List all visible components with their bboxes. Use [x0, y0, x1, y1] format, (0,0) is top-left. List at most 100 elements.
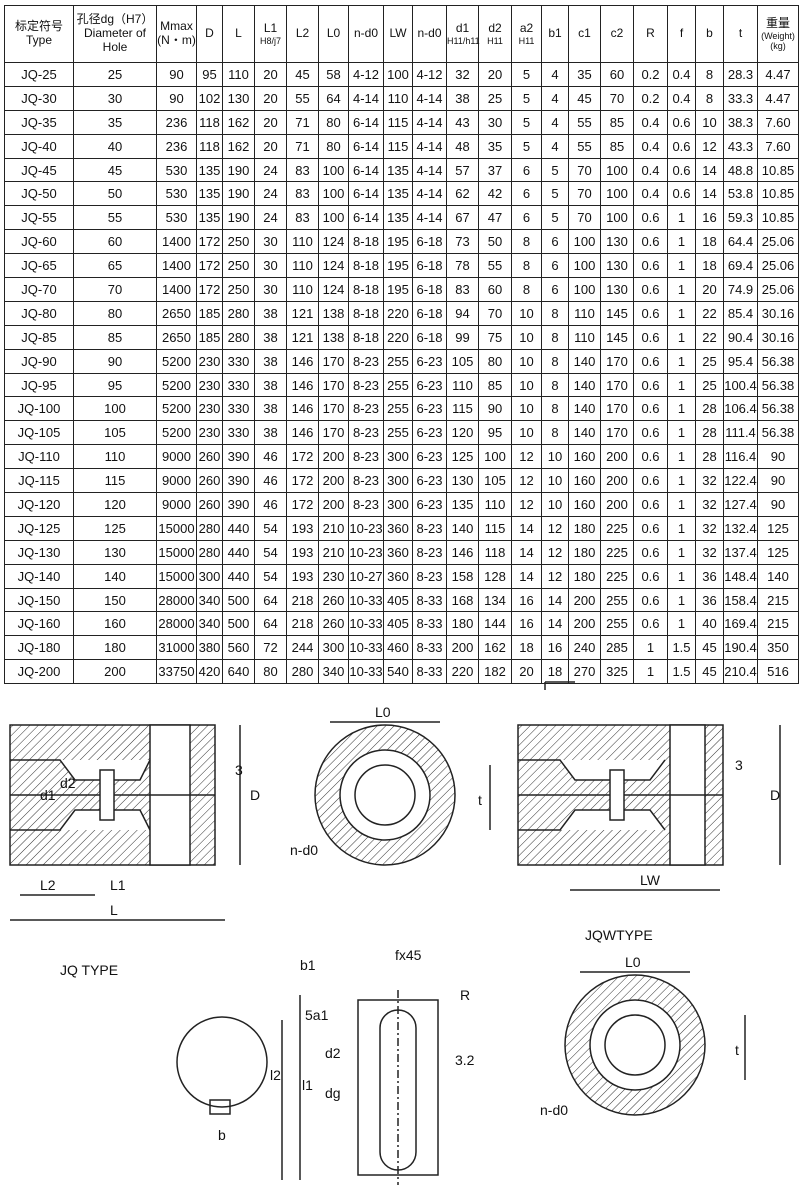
table-cell: 280 — [196, 515, 223, 541]
table-cell: 200 — [318, 492, 349, 517]
table-cell: 24 — [254, 205, 287, 231]
table-cell: 54 — [254, 563, 287, 589]
table-cell: 56.38 — [757, 372, 799, 398]
table-cell: 46 — [254, 492, 287, 517]
table-cell: 360 — [383, 563, 413, 589]
table-cell: 55 — [73, 205, 157, 231]
table-cell: 1 — [667, 611, 696, 637]
table-cell: 200 — [318, 468, 349, 494]
header-main: Mmax — [160, 19, 193, 34]
table-cell: 560 — [222, 635, 255, 661]
table-cell: 146 — [286, 420, 319, 446]
table-cell: 8-33 — [412, 635, 447, 661]
table-cell: 5200 — [156, 348, 197, 374]
column-header: f — [667, 5, 696, 63]
table-cell: 64 — [254, 587, 287, 613]
table-cell: 8-23 — [412, 515, 447, 541]
jqw-type-caption: JQWTYPE — [585, 927, 653, 943]
table-cell: 130 — [73, 539, 157, 565]
table-cell: 4-12 — [412, 62, 447, 87]
table-cell: 420 — [196, 659, 223, 685]
table-cell: JQ-65 — [4, 253, 74, 279]
table-cell: 0.6 — [633, 587, 668, 613]
table-cell: 58 — [318, 62, 349, 87]
table-cell: 5200 — [156, 396, 197, 422]
table-cell: 10-33 — [348, 659, 384, 685]
table-cell: 8-23 — [412, 563, 447, 589]
table-cell: 54 — [254, 539, 287, 565]
table-cell: 28000 — [156, 587, 197, 613]
header-sub: H11 — [518, 35, 535, 46]
column-header: Mmax(N・m) — [156, 5, 197, 63]
table-cell: 9000 — [156, 468, 197, 494]
table-cell: 140 — [568, 348, 601, 374]
table-cell: 330 — [222, 396, 255, 422]
table-cell: 6-23 — [412, 348, 447, 374]
table-cell: 115 — [383, 109, 413, 135]
table-cell: JQ-30 — [4, 85, 74, 111]
table-cell: 10 — [541, 444, 569, 470]
table-cell: 60 — [73, 229, 157, 255]
table-cell: 85 — [600, 109, 634, 135]
table-cell: 6 — [541, 253, 569, 279]
table-cell: 6 — [511, 181, 542, 207]
table-cell: 244 — [286, 635, 319, 661]
table-cell: 90 — [156, 62, 197, 87]
table-cell: 46 — [254, 444, 287, 470]
table-cell: 118 — [478, 539, 512, 565]
table-cell: 55 — [568, 109, 601, 135]
table-cell: 6-18 — [412, 324, 447, 350]
table-cell: 4.47 — [757, 85, 799, 111]
table-cell: 10 — [695, 109, 724, 135]
label-d1: d1 — [40, 787, 56, 803]
table-cell: 85.4 — [723, 300, 758, 326]
table-cell: JQ-35 — [4, 109, 74, 135]
table-cell: 138 — [318, 324, 349, 350]
table-cell: 106.4 — [723, 396, 758, 422]
table-cell: 14 — [695, 157, 724, 183]
table-cell: 105 — [478, 468, 512, 494]
header-main: d2 — [488, 20, 502, 35]
table-cell: 30 — [254, 253, 287, 279]
table-cell: 390 — [222, 444, 255, 470]
table-cell: 56.38 — [757, 420, 799, 446]
table-cell: 10-33 — [348, 587, 384, 613]
table-cell: 72 — [254, 635, 287, 661]
table-cell: 158.4 — [723, 587, 758, 613]
table-cell: 5 — [511, 85, 542, 111]
table-cell: 8 — [541, 300, 569, 326]
label-L2: L2 — [40, 877, 56, 893]
table-cell: JQ-100 — [4, 396, 74, 422]
header-main: L — [235, 26, 242, 41]
label-bottom-n-d0: n-d0 — [540, 1102, 568, 1118]
table-cell: 5 — [541, 157, 569, 183]
table-cell: 170 — [318, 420, 349, 446]
table-cell: 8-23 — [348, 444, 384, 470]
table-cell: 73 — [446, 229, 479, 255]
table-cell: 127.4 — [723, 492, 758, 517]
table-cell: 90 — [757, 444, 799, 470]
table-cell: 100 — [600, 181, 634, 207]
table-cell: 25.06 — [757, 229, 799, 255]
header-main: 标定符号 — [14, 19, 63, 34]
table-cell: 6 — [511, 205, 542, 231]
table-cell: 172 — [286, 468, 319, 494]
table-cell: 172 — [286, 444, 319, 470]
table-cell: JQ-60 — [4, 229, 74, 255]
table-cell: 125 — [757, 539, 799, 565]
table-cell: 236 — [156, 133, 197, 159]
table-cell: 172 — [196, 253, 223, 279]
table-cell: 105 — [446, 348, 479, 374]
table-cell: 115 — [383, 133, 413, 159]
table-cell: 10 — [541, 492, 569, 517]
table-cell: 100 — [318, 181, 349, 207]
